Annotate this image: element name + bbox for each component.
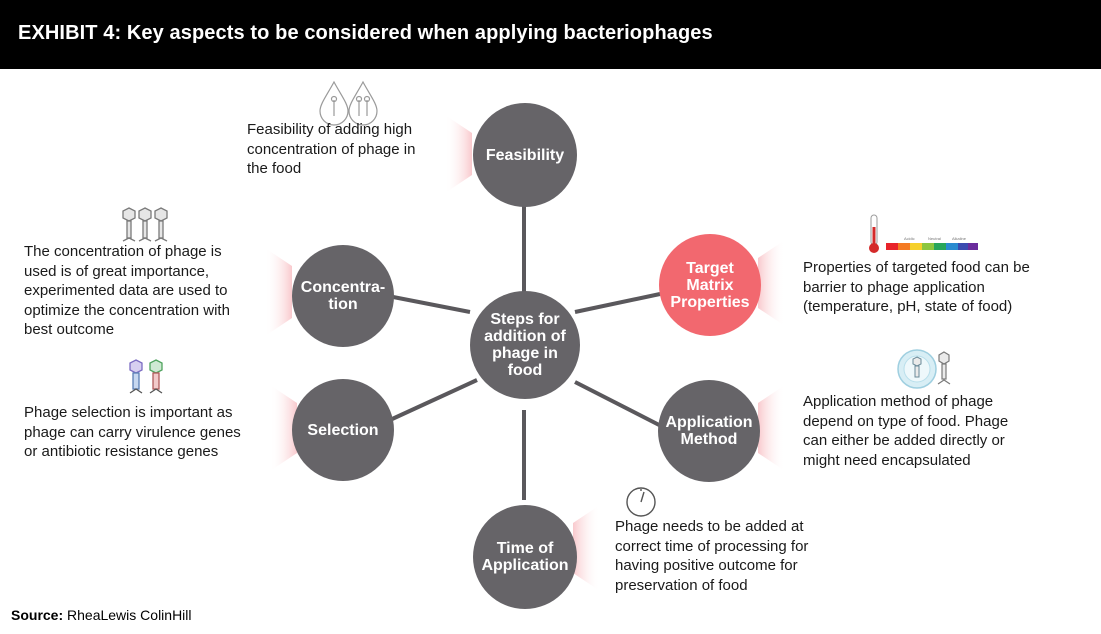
phage-droplets-icon: [319, 80, 378, 126]
application-arrow: [758, 385, 785, 471]
time-arrow: [573, 505, 600, 591]
ph-neutral-label: Neutral: [928, 236, 941, 241]
source-text: RheaLewis ColinHill: [67, 607, 192, 623]
time-of-application-description: Phage needs to be added at correct time …: [615, 518, 809, 594]
clock-icon: [626, 487, 656, 517]
concentration-node: Concentra- tion: [292, 245, 394, 347]
ph-alkaline-label: Alkaline: [952, 236, 967, 241]
three-phages-icon: [122, 207, 168, 242]
spoke-selection: [389, 378, 478, 422]
feasibility-arrow: [445, 115, 472, 193]
spoke-target: [574, 292, 661, 314]
spoke-application: [574, 380, 666, 430]
source-line: Source: RheaLewis ColinHill: [11, 607, 192, 623]
selection-node: Selection: [292, 379, 394, 481]
application-method-description: Application method of phage depend on ty…: [803, 393, 1009, 469]
spoke-concentration: [387, 294, 471, 314]
concentration-arrow: [265, 248, 292, 336]
ph-acidic-label: Acidic: [904, 236, 915, 241]
encapsulated-phage-icon: [897, 349, 951, 389]
feasibility-description: Feasibility of adding high concentration…: [247, 121, 416, 177]
target-matrix-description: Properties of targeted food can be barri…: [803, 259, 1030, 315]
selection-arrow: [270, 385, 297, 471]
time-of-application-node: Time of Application: [473, 505, 577, 609]
application-method-node: Application Method: [658, 380, 760, 482]
feasibility-node: Feasibility: [473, 103, 577, 207]
thermometer-ph-scale-icon: [869, 214, 978, 253]
source-label: Source:: [11, 607, 64, 623]
spokes: [387, 200, 666, 500]
exhibit-title: EXHIBIT 4: Key aspects to be considered …: [18, 22, 713, 44]
concentration-description: The concentration of phage is used is of…: [24, 243, 230, 338]
selected-phages-icon: [129, 359, 163, 394]
hub-node: Steps for addition of phage in food: [470, 291, 580, 399]
selection-description: Phage selection is important as phage ca…: [24, 404, 241, 460]
target-matrix-node: Target Matrix Properties: [659, 234, 761, 336]
target-arrow: [758, 240, 785, 326]
header-bar: EXHIBIT 4: Key aspects to be considered …: [0, 0, 1101, 69]
